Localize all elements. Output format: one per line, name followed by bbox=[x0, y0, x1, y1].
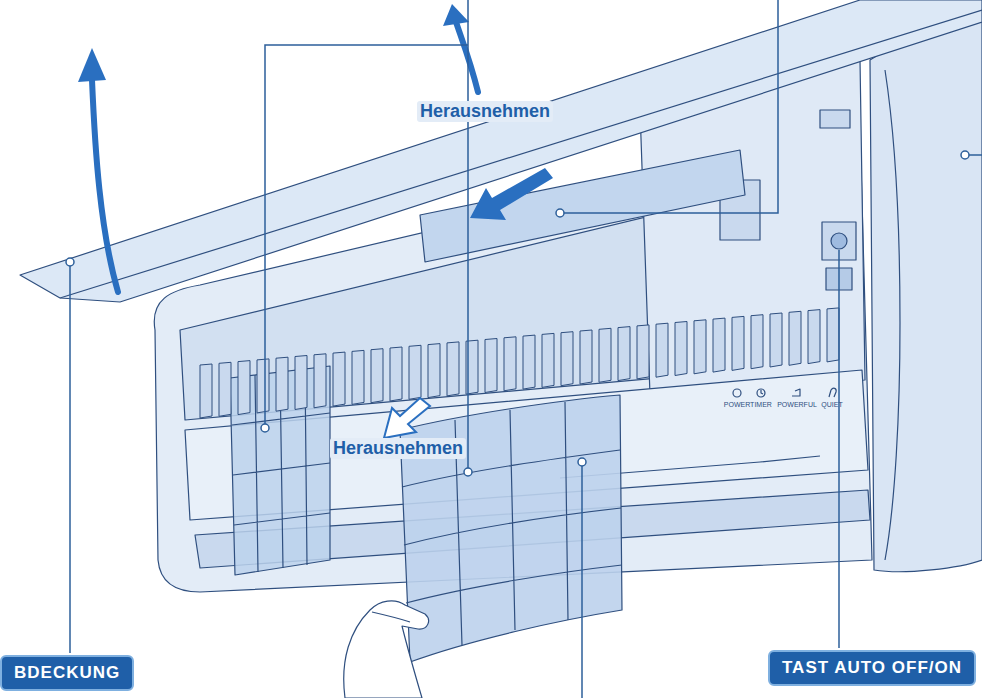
grille-slat bbox=[409, 345, 421, 399]
side-cap bbox=[870, 18, 982, 572]
panel-tab bbox=[820, 110, 850, 128]
remove-arrow bbox=[384, 398, 430, 438]
grille-slat bbox=[542, 333, 554, 387]
grille-slat bbox=[694, 320, 706, 374]
grille-slat bbox=[276, 357, 288, 411]
grille-slat bbox=[371, 349, 383, 403]
leader-line bbox=[560, 0, 778, 213]
leader-dot bbox=[556, 209, 564, 217]
grille-slat bbox=[808, 310, 820, 364]
grille-slat bbox=[656, 323, 668, 377]
grille-slat bbox=[827, 308, 839, 362]
leader-dot bbox=[578, 458, 586, 466]
arrow-head bbox=[443, 4, 469, 26]
grille-slat bbox=[561, 332, 573, 386]
timer-icon bbox=[757, 389, 765, 397]
grille-slat bbox=[219, 362, 231, 416]
leader-line bbox=[69, 262, 71, 653]
indicator-label: POWER bbox=[724, 401, 750, 408]
indicator-label: POWERFUL bbox=[777, 401, 817, 408]
power-icon bbox=[733, 389, 741, 397]
grille-slat bbox=[295, 356, 307, 410]
leader-dot bbox=[464, 468, 472, 476]
front-panel bbox=[20, 0, 982, 302]
grille-slat bbox=[428, 344, 440, 398]
grille-slat bbox=[314, 354, 326, 408]
leader-dot bbox=[261, 424, 269, 432]
grille-slat bbox=[390, 347, 402, 401]
callout-text: BDECKUNG bbox=[14, 663, 120, 682]
grille-slat bbox=[238, 361, 250, 415]
grille-slat bbox=[599, 328, 611, 382]
grille-slat bbox=[580, 330, 592, 384]
grille-slat bbox=[770, 313, 782, 367]
quiet-icon bbox=[829, 388, 836, 397]
callout-box: TAST AUTO OFF/ON bbox=[768, 650, 976, 686]
hand bbox=[344, 601, 429, 698]
grille-slat bbox=[523, 335, 535, 389]
grille-slat bbox=[713, 318, 725, 372]
front-filter bbox=[400, 395, 622, 662]
timer-hand bbox=[761, 390, 763, 394]
grille-slat bbox=[447, 342, 459, 396]
grille-slat bbox=[352, 350, 364, 404]
arrow-head bbox=[78, 48, 106, 82]
grille-slat bbox=[504, 337, 516, 391]
grille-slat bbox=[333, 352, 345, 406]
grille-slat bbox=[789, 311, 801, 365]
leader-line bbox=[838, 250, 840, 648]
side-cap-edge bbox=[885, 70, 900, 560]
leader-line bbox=[265, 0, 468, 472]
grille-slat bbox=[200, 364, 212, 418]
grille-slat bbox=[675, 322, 687, 376]
grille-slat bbox=[257, 359, 269, 413]
auto-button bbox=[831, 233, 847, 249]
grille-slat bbox=[732, 316, 744, 370]
indicator-label: QUIET bbox=[821, 401, 842, 408]
leader-dot bbox=[66, 258, 74, 266]
grille-slat bbox=[751, 315, 763, 369]
remove-arrow bbox=[470, 168, 553, 220]
front-panel-edge bbox=[60, 10, 982, 298]
grille-slat bbox=[618, 327, 630, 381]
action-label: Herausnehmen bbox=[330, 438, 466, 459]
grille-slat bbox=[637, 325, 649, 379]
callout-text: TAST AUTO OFF/ON bbox=[782, 658, 962, 677]
leader-line bbox=[581, 462, 583, 698]
indicator-label: TIMER bbox=[750, 401, 772, 408]
lift-arrow bbox=[456, 22, 478, 92]
lift-arrow bbox=[92, 80, 118, 292]
grille-slat bbox=[485, 339, 497, 393]
action-label: Herausnehmen bbox=[417, 101, 553, 122]
callout-box: BDECKUNG bbox=[0, 655, 134, 691]
leader-dot bbox=[961, 151, 969, 159]
hand-finger bbox=[372, 612, 410, 622]
powerful-icon bbox=[792, 389, 800, 396]
